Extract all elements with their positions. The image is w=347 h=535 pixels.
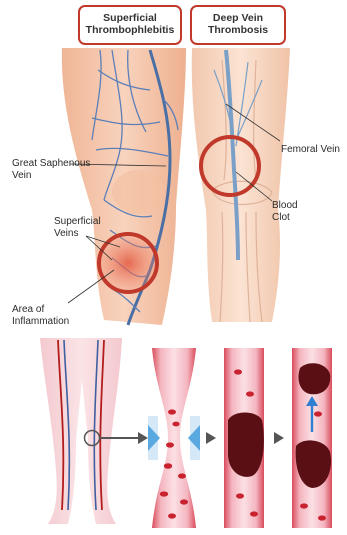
label-area-of-inflammation: Area of Inflammation <box>12 304 69 328</box>
left-kneecap <box>112 170 164 214</box>
embolus <box>298 363 330 394</box>
vessel-clot <box>224 348 264 528</box>
arrow-icon <box>274 432 284 444</box>
left-leg-superficial <box>62 48 186 325</box>
arrow-icon <box>138 432 148 444</box>
label-great-saphenous-vein: Great Saphenous Vein <box>12 158 90 182</box>
arrow-icon <box>206 432 216 444</box>
title-superficial-thrombophlebitis: Superficial Thrombophlebitis <box>78 5 182 45</box>
vessel-embolus <box>292 348 332 528</box>
body-legs-figure <box>40 338 148 524</box>
label-blood-clot: Blood Clot <box>272 200 298 224</box>
vessel-narrowing <box>148 348 200 528</box>
label-superficial-veins: Superficial Veins <box>54 216 101 240</box>
title-deep-vein-thrombosis: Deep Vein Thrombosis <box>190 5 286 45</box>
blood-clot <box>228 413 264 477</box>
label-femoral-vein: Femoral Vein <box>281 144 340 156</box>
right-leg-deep <box>192 48 290 322</box>
